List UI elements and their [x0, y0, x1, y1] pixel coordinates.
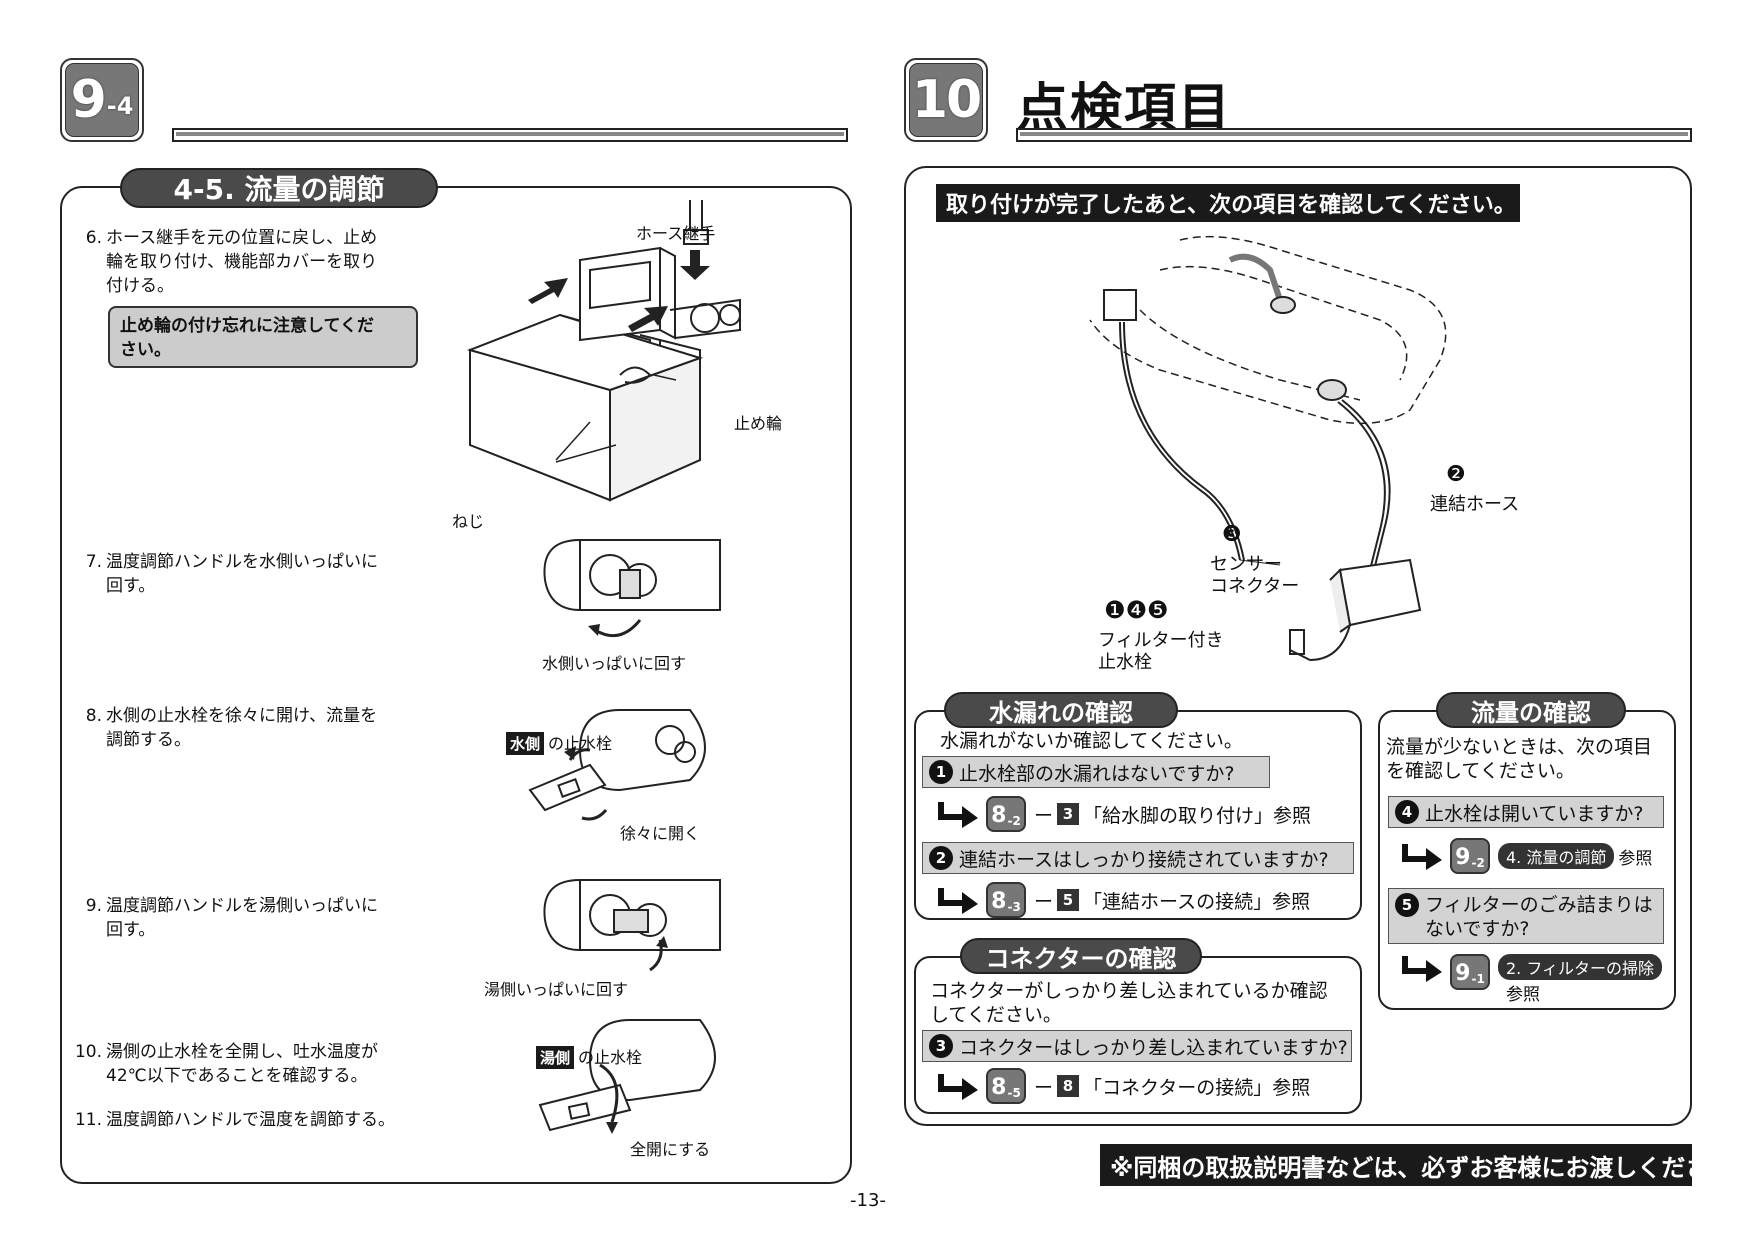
caution-box: 止め輪の付け忘れに注意してくだ さい。	[108, 306, 418, 368]
arrow-right-icon	[1402, 844, 1442, 870]
flow-intro-2: を確認してください。	[1386, 760, 1575, 782]
step-9: 9.温度調節ハンドルを湯側いっぱいに 回す。	[85, 896, 378, 940]
label-sensor-connector-a: センサー	[1210, 554, 1282, 575]
hot-valve-illustration	[538, 1019, 716, 1134]
label-connect-hose-num: ❷	[1446, 462, 1466, 487]
flow-question-5: 5 フィルターのごみ詰まりは ないですか?	[1388, 888, 1664, 944]
label-sensor-connector-num: ❸	[1222, 522, 1242, 547]
leak-intro: 水漏れがないか確認してください。	[940, 730, 1243, 752]
hot-tag: 湯側	[536, 1046, 575, 1069]
step-11: 11.温度調節ハンドルで温度を調節する。	[74, 1110, 395, 1130]
connector-check-title: コネクターの確認	[960, 938, 1202, 974]
hose-joint-label: ホース継手	[636, 224, 716, 243]
open-slowly-label: 徐々に開く	[620, 824, 701, 843]
arrow-right-icon	[938, 1074, 978, 1100]
leak-reference-1: 8-2 ー 3 「給水脚の取り付け」参照	[936, 796, 1311, 832]
flow-intro-1: 流量が少ないときは、次の項目	[1386, 736, 1653, 758]
turn-water-label: 水側いっぱいに回す	[542, 654, 687, 673]
stop-ring-label: 止め輪	[734, 414, 783, 433]
ref-badge-9-1[interactable]: 9-1	[1450, 954, 1490, 990]
screw-label: ねじ	[452, 512, 485, 531]
step-10: 10.湯側の止水栓を全開し、吐水温度が 42℃以下であることを確認する。	[74, 1042, 378, 1086]
arrow-right-icon	[938, 888, 978, 914]
ref-tag-filter-clean[interactable]: 2. フィルターの掃除	[1498, 954, 1663, 980]
water-valve-illustration	[528, 709, 706, 821]
handle-hot-side-illustration	[543, 879, 721, 972]
leak-reference-2: 8-3 ー 5 「連結ホースの接続」参照	[936, 882, 1310, 918]
ref-badge-8-3[interactable]: 8-3	[986, 882, 1026, 918]
flow-reference-4: 9-2 4. 流量の調節 参照	[1400, 838, 1652, 874]
intro-banner: 取り付けが完了したあと、次の項目を確認してください。	[936, 184, 1520, 222]
step-7: 7.温度調節ハンドルを水側いっぱいに 回す。	[85, 552, 378, 596]
flow-check-title: 流量の確認	[1436, 692, 1626, 728]
step-8: 8.水側の止水栓を徐々に開け、流量を 調節する。	[85, 706, 378, 750]
ref-badge-8-2[interactable]: 8-2	[986, 796, 1026, 832]
label-filter-valve-b: 止水栓	[1098, 652, 1152, 673]
full-open-label: 全開にする	[630, 1140, 711, 1159]
leak-check-title: 水漏れの確認	[944, 692, 1178, 728]
label-filter-valve-a: フィルター付き	[1098, 630, 1224, 651]
washbasin-system-diagram	[1089, 235, 1447, 662]
section-badge-9-4: 9-4	[60, 58, 144, 142]
label-filter-valve-num: ❶❹❺	[1104, 596, 1169, 624]
cover-install-illustration	[466, 200, 741, 502]
turn-hot-label: 湯側いっぱいに回す	[484, 980, 629, 999]
flow-reference-5: 9-1 2. フィルターの掃除 参照	[1400, 954, 1666, 1005]
ref-tag-flow-adjust[interactable]: 4. 流量の調節	[1498, 843, 1615, 869]
header-rule-right	[1016, 128, 1692, 142]
section-badge-10: 10	[904, 58, 988, 142]
water-valve-label: 水側の止水栓	[506, 730, 612, 755]
label-connect-hose: 連結ホース	[1430, 494, 1520, 515]
section-title: 4-5. 流量の調節	[120, 168, 438, 208]
ref-badge-9-2[interactable]: 9-2	[1450, 838, 1490, 874]
label-sensor-connector-b: コネクター	[1210, 576, 1300, 597]
page-number: -13-	[850, 1190, 886, 1211]
connector-intro-2: してください。	[930, 1004, 1062, 1026]
step-6: 6.ホース継手を元の位置に戻し、止め 輪を取り付け、機能部カバーを取り 付ける。	[85, 228, 378, 296]
header-rule-left	[172, 128, 848, 142]
handle-water-side-illustration	[543, 539, 721, 638]
water-tag: 水側	[506, 732, 545, 755]
footer-note: ※同梱の取扱説明書などは、必ずお客様にお渡しください。	[1100, 1144, 1754, 1186]
arrow-right-icon	[1402, 956, 1442, 982]
connector-reference: 8-5 ー 8 「コネクターの接続」参照	[936, 1068, 1310, 1104]
arrow-right-icon	[938, 802, 978, 828]
hot-valve-label: 湯側の止水栓	[536, 1044, 642, 1069]
ref-badge-8-5[interactable]: 8-5	[986, 1068, 1026, 1104]
connector-intro-1: コネクターがしっかり差し込まれているか確認	[930, 980, 1328, 1002]
